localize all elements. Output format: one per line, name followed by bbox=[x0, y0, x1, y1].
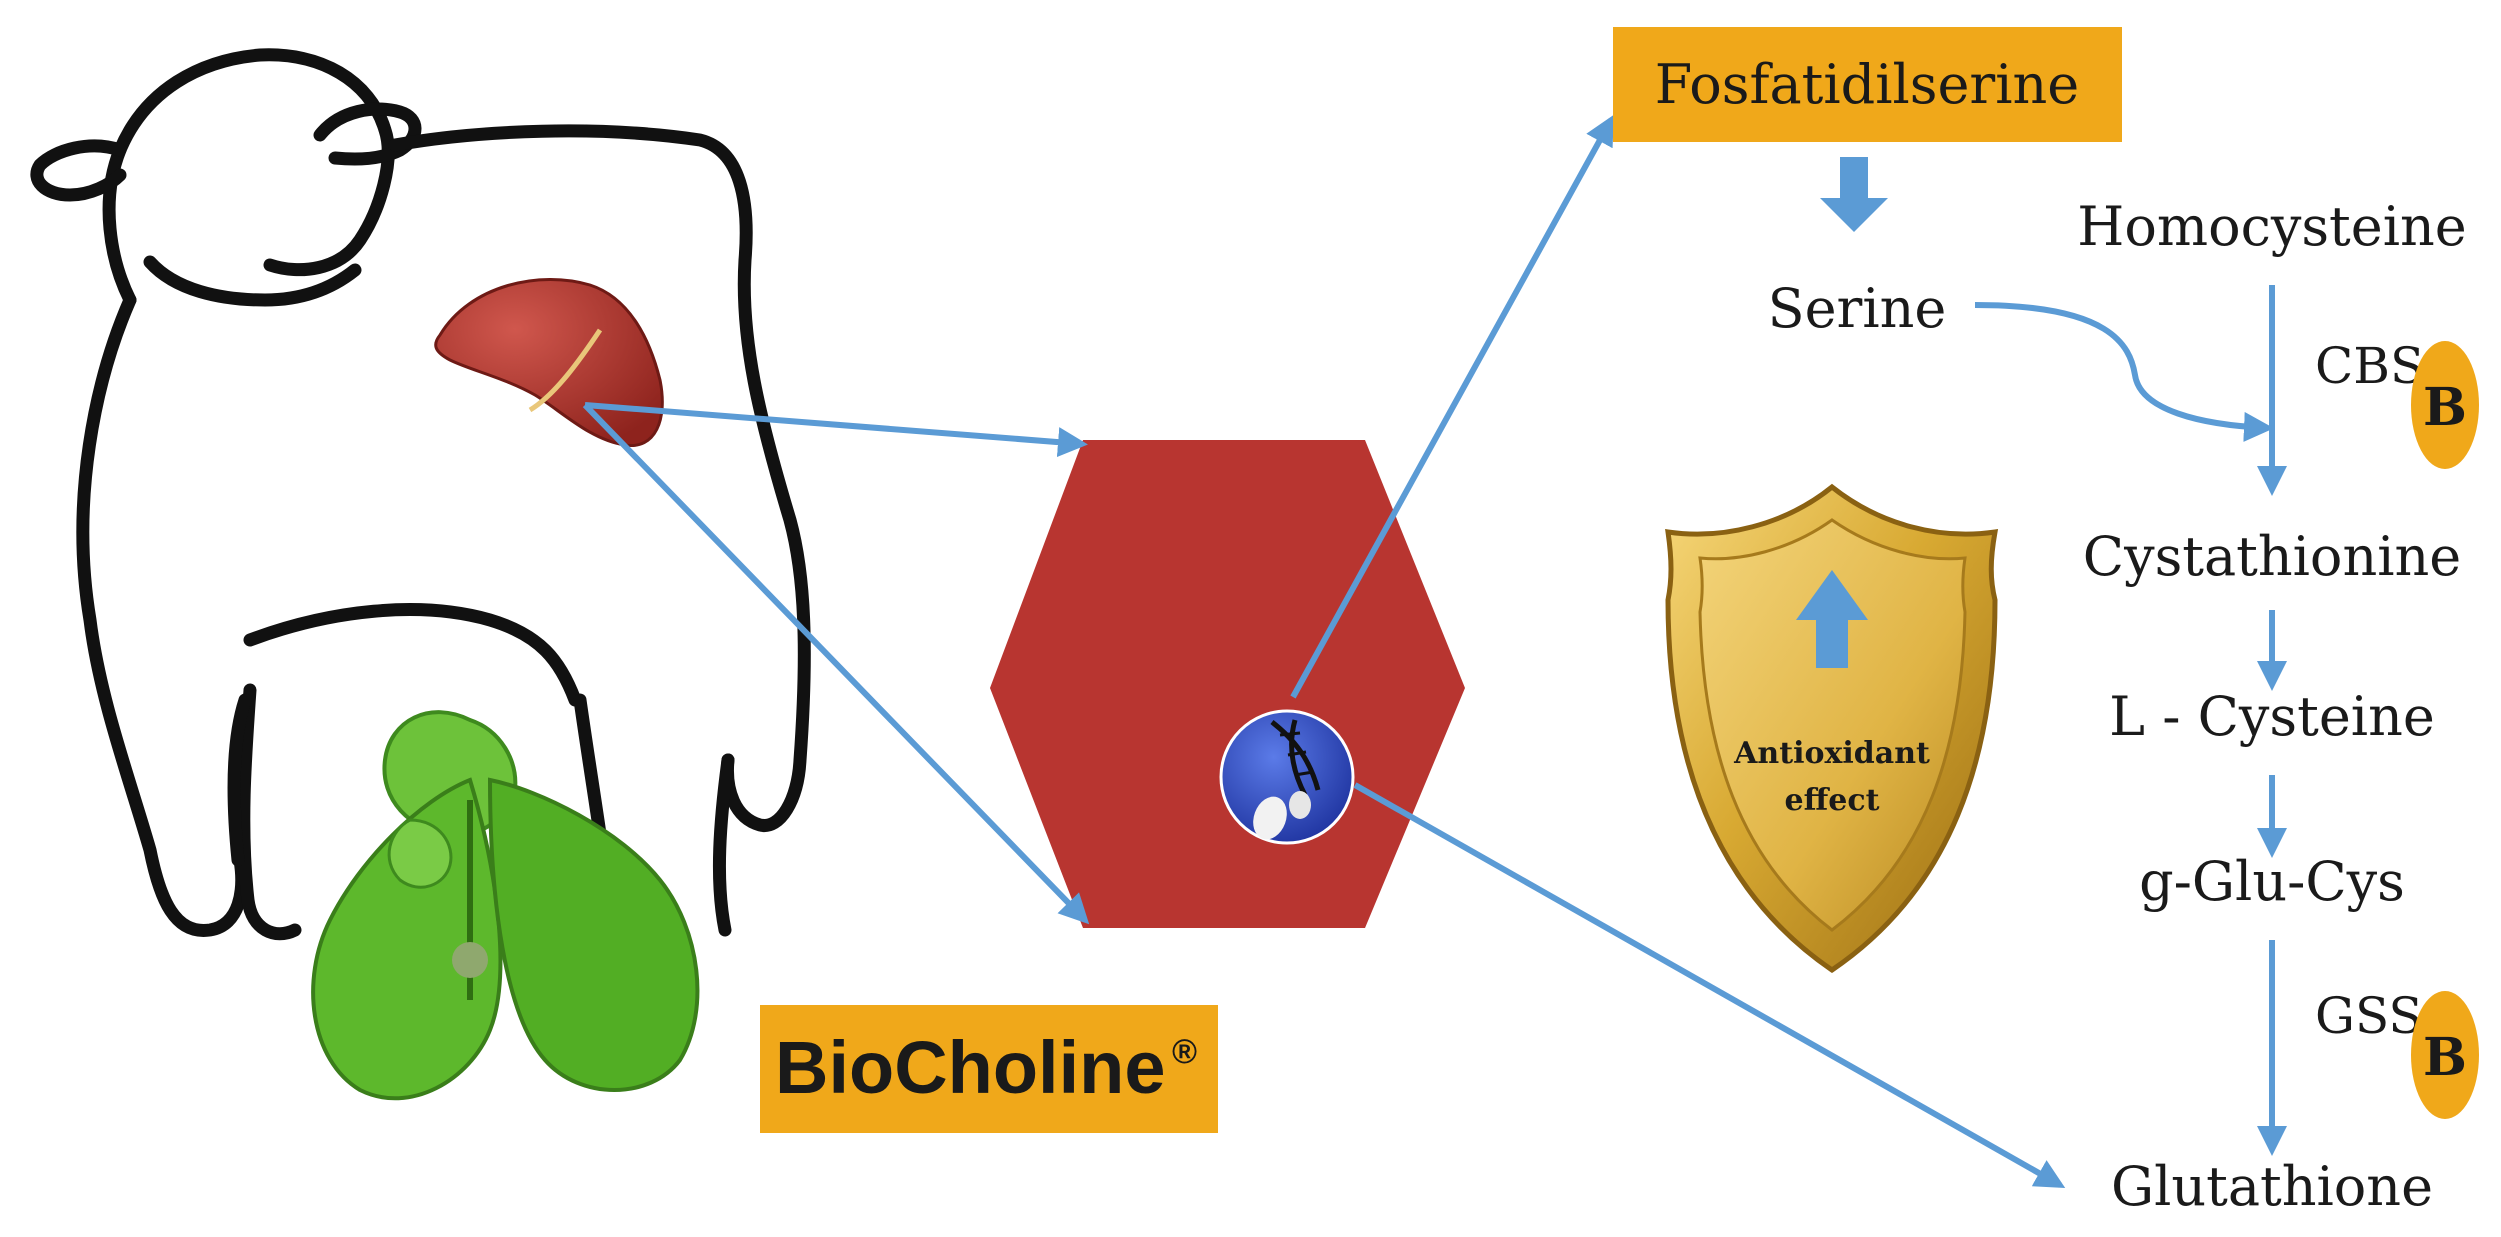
cell-icon bbox=[1219, 709, 1355, 845]
down-block-arrow bbox=[1820, 157, 1888, 232]
cofactor-cbs-label: B bbox=[2423, 377, 2467, 438]
enzyme-gss: GSS bbox=[2315, 987, 2423, 1045]
node-homocysteine: Homocysteine bbox=[2077, 195, 2466, 258]
pathway-arrows bbox=[582, 114, 2287, 1188]
arrow-liver-to-hexagon-top bbox=[584, 402, 1088, 458]
brand-mark: ® bbox=[1172, 1033, 1197, 1071]
cofactor-badge-gss bbox=[2411, 991, 2479, 1119]
brand-label: BioCholine bbox=[775, 1026, 1166, 1109]
shield-label-line2: effect bbox=[1785, 783, 1880, 818]
serine-label: Serine bbox=[1768, 277, 1947, 340]
plant-icon bbox=[311, 710, 700, 1101]
liver-icon bbox=[434, 278, 664, 448]
enzyme-cbs: CBS bbox=[2315, 337, 2424, 395]
fosfatidilserine-label: Fosfatidilserine bbox=[1655, 53, 2080, 116]
node-g-glu-cys: g-Glu-Cys bbox=[2139, 850, 2405, 913]
arrow-serine-to-cbs bbox=[1974, 302, 2274, 442]
up-block-arrow bbox=[1796, 570, 1868, 668]
shield-label-line1: Antioxidant bbox=[1733, 736, 1930, 771]
node-cystathionine: Cystathionine bbox=[2083, 525, 2461, 588]
node-glutathione: Glutathione bbox=[2111, 1155, 2433, 1218]
biocholine-badge: BioCholine ® bbox=[760, 1005, 1218, 1133]
sheep-outline bbox=[30, 48, 811, 941]
shield-icon: Antioxidant effect bbox=[1665, 483, 1999, 974]
arrow-cell-to-fosfatidilserine bbox=[1290, 114, 1614, 699]
fosfatidilserine-box: Fosfatidilserine bbox=[1613, 27, 2122, 142]
node-l-cysteine: L - Cysteine bbox=[2109, 685, 2435, 748]
arrow-cell-to-glutathione bbox=[1353, 782, 2066, 1188]
cofactor-gss-label: B bbox=[2423, 1027, 2467, 1088]
cofactor-badge-cbs bbox=[2411, 341, 2479, 469]
arrow-liver-to-hexagon-bottom bbox=[582, 402, 1090, 925]
